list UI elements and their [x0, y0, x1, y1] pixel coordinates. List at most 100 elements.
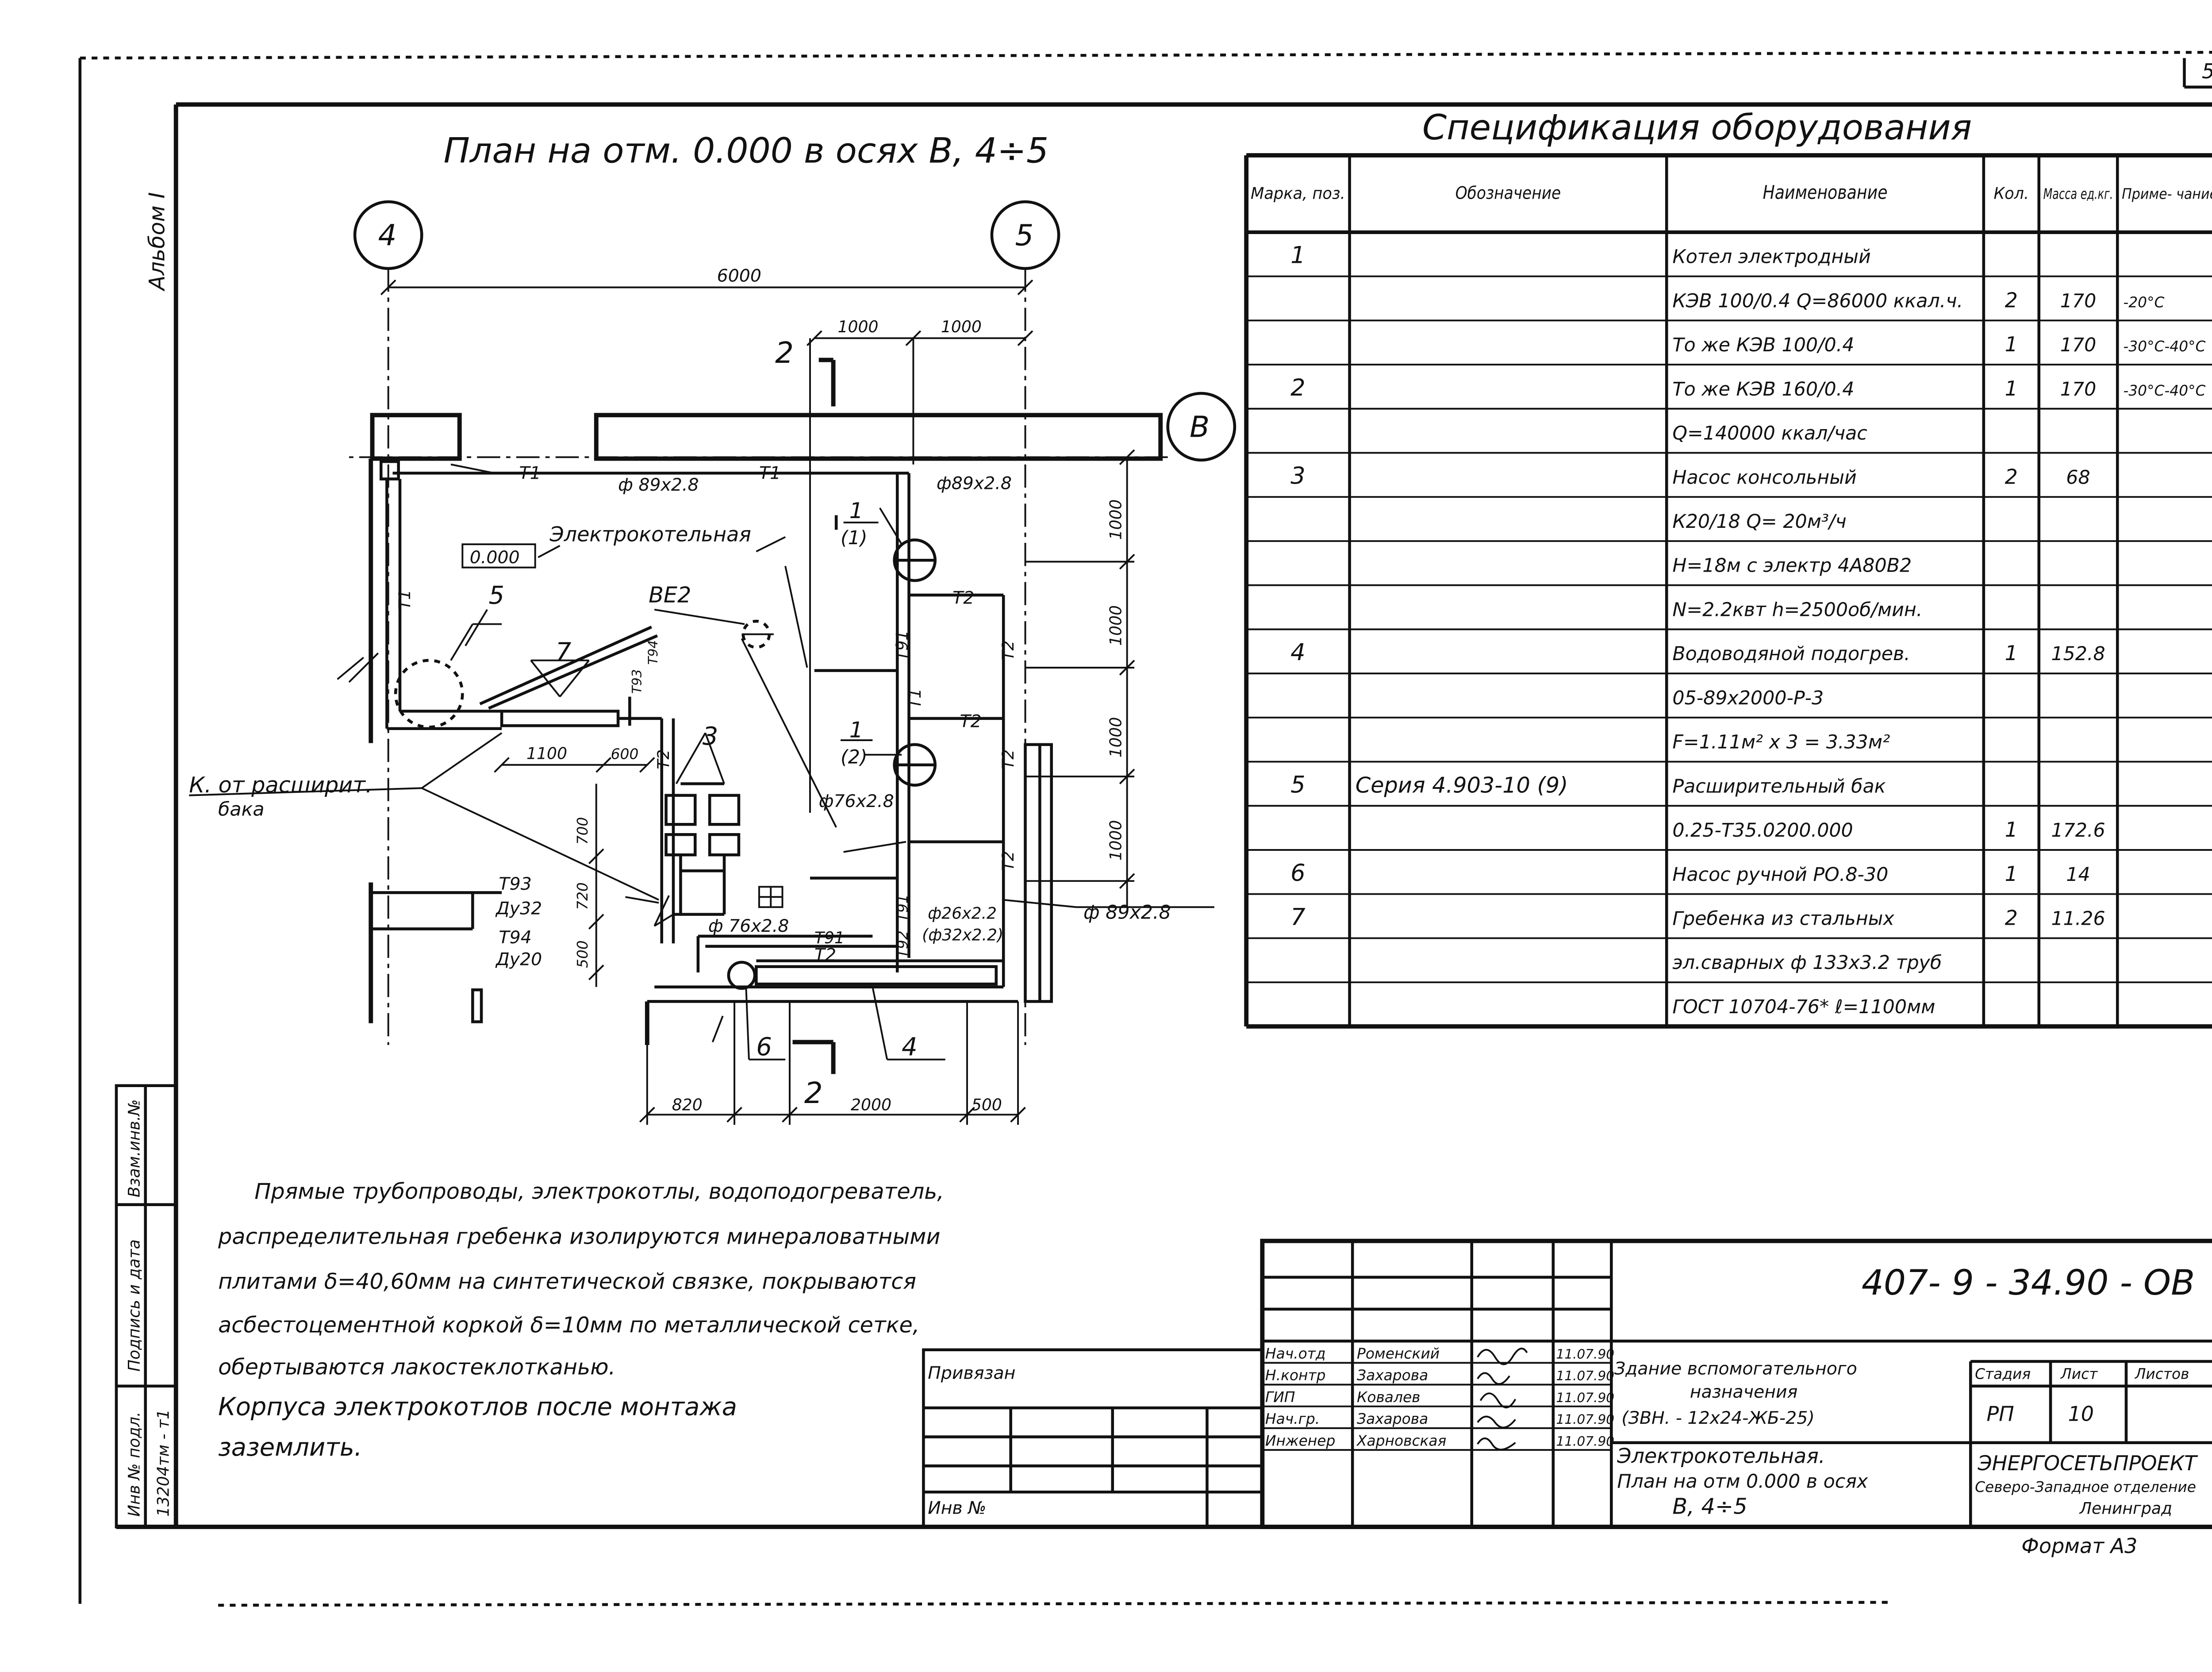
spec-row: Н=18м с электр 4А80В2	[1672, 555, 1912, 577]
dim-6000: 6000	[717, 265, 761, 286]
pipe-t1-c: Т1	[395, 590, 414, 610]
spec-header-cell: Наименование	[1763, 181, 1887, 204]
spec-cell: F=1.11м² х 3 = 3.33м²	[1672, 731, 1890, 753]
signature	[1479, 1392, 1517, 1409]
signature	[1477, 1372, 1510, 1385]
note-line: обертываются лакостеклотканью.	[218, 1354, 615, 1380]
stamp-role: ГИП	[1265, 1389, 1295, 1406]
hand-pump	[727, 961, 757, 990]
spec-cell: 172.6	[2051, 819, 2105, 842]
spec-cell: К20/18 Q= 20м³/ч	[1672, 511, 1846, 533]
distribution-header	[500, 710, 620, 727]
pipe-d76-a: ф76х2.8	[819, 791, 894, 811]
sheet-title-3: В, 4÷5	[1672, 1493, 1747, 1519]
spec-header-cell: Масса ед.кг.	[2043, 185, 2113, 202]
dim-700: 700	[574, 817, 591, 845]
pipe-d26: ф26х2.2	[928, 904, 997, 923]
sheet-number: 10	[2068, 1402, 2094, 1426]
spec-cell: -30°С-40°С	[2123, 338, 2205, 355]
dim-1000-b: 1000	[941, 317, 982, 336]
strip-inv-original: Инв № подл.	[125, 1412, 144, 1517]
spec-cell: -30°С-40°С	[2123, 382, 2205, 399]
spec-cell: 152.8	[2051, 643, 2105, 665]
note-line: Прямые трубопроводы, электрокотлы, водоп…	[254, 1179, 944, 1204]
stamp-date: 11.07.90	[1556, 1368, 1614, 1384]
fan-label: ВЕ2	[649, 582, 691, 607]
pipe-dn32: Ду32	[495, 899, 542, 919]
pos-5: 5	[489, 581, 505, 610]
org-division: Северо-Западное отделение	[1975, 1479, 2196, 1495]
stage-header: Стадия	[1975, 1365, 2031, 1382]
dim-v1000-c: 1000	[1106, 717, 1125, 758]
plan-title: План на отм. 0.000 в осях В, 4÷5	[444, 130, 1049, 171]
pos-1: 1	[849, 498, 863, 523]
stamp-role: Нач.отд	[1265, 1345, 1326, 1362]
spec-cell: 170	[2060, 378, 2097, 400]
building-line-2: назначения	[1690, 1382, 1798, 1402]
org-city: Ленинград	[2079, 1499, 2172, 1518]
spec-cell: 2	[2005, 288, 2018, 312]
axis-b-bubble	[1166, 392, 1237, 462]
pipe-d32: (ф32х2.2)	[922, 926, 1003, 945]
strip-inv-replace: Взам.инв.№	[125, 1099, 144, 1197]
pipe-t91-b: Т91	[892, 630, 911, 661]
dim-820: 820	[672, 1095, 703, 1115]
spec-header-cell: Марка, поз.	[1251, 184, 1345, 203]
spec-cell: 170	[2060, 290, 2097, 312]
pipe-t93-v: Т93	[630, 669, 645, 694]
building-line-3: (ЗВН. - 12х24-ЖБ-25)	[1621, 1408, 1814, 1428]
pos-7: 7	[556, 638, 572, 667]
room-name: Электрокотельная	[549, 523, 751, 546]
stamp-role: Инженер	[1265, 1432, 1335, 1449]
dim-500: 500	[972, 1095, 1002, 1115]
dimension-lines	[380, 279, 1135, 1125]
dim-2000: 2000	[851, 1095, 891, 1115]
pipe-t93: Т93	[499, 874, 532, 894]
sheet-header: Лист	[2060, 1365, 2098, 1382]
doc-code: 407- 9 - 34.90 - ОВ	[1862, 1262, 2195, 1303]
stamp-name: Роменский	[1357, 1345, 1440, 1362]
spec-cell: Насос консольный	[1672, 466, 1856, 488]
exp-tank-note-2: бака	[218, 799, 265, 821]
spec-cell: 1	[1290, 242, 1305, 269]
sheets-header: Листов	[2135, 1365, 2189, 1382]
building-walls	[369, 413, 1163, 1045]
stamp-date: 11.07.90	[1556, 1346, 1614, 1361]
pos-4: 4	[902, 1033, 918, 1061]
stamp-date: 11.07.90	[1556, 1412, 1614, 1427]
pipe-t91-c: Т91	[894, 894, 911, 922]
pipe-t94-v: Т94	[645, 640, 661, 665]
stamp-attached: Привязан	[928, 1363, 1015, 1383]
pipe-t2-d: Т2	[998, 851, 1018, 871]
spec-cell: 1	[2005, 641, 2018, 665]
spec-cell: ГОСТ 10704-76* ℓ=1100мм	[1672, 996, 1935, 1018]
pipe-t2-g: Т2	[998, 641, 1018, 661]
spec-cell: 1	[2005, 862, 2018, 886]
spec-cell: 68	[2066, 466, 2090, 488]
spec-cell: 7	[1290, 904, 1305, 931]
pipe-t94: Т94	[499, 927, 532, 948]
spec-cell: То же КЭВ 160/0.4	[1672, 378, 1854, 400]
note-line: распределительная гребенка изолируются м…	[218, 1223, 940, 1249]
stamp-inv: Инв №	[928, 1498, 986, 1518]
spec-cell: -20°С	[2123, 294, 2164, 311]
spec-cell: 5	[1290, 771, 1305, 798]
spec-cell: Водоводяной подогрев.	[1672, 643, 1910, 665]
building-line-1: Здание вспомогательного	[1614, 1359, 1857, 1379]
pipe-t2-f: Т2	[654, 750, 673, 769]
pos-1-sub: (1)	[841, 527, 868, 549]
spec-row: N=2.2квт h=2500об/мин.	[1672, 599, 1922, 621]
signature	[1477, 1437, 1516, 1451]
signature	[1477, 1415, 1516, 1429]
pipe-d89-c: ф 89х2.8	[1083, 902, 1171, 924]
axis-b-label: В	[1190, 410, 1210, 444]
stamp-name: Ковалев	[1357, 1389, 1421, 1406]
